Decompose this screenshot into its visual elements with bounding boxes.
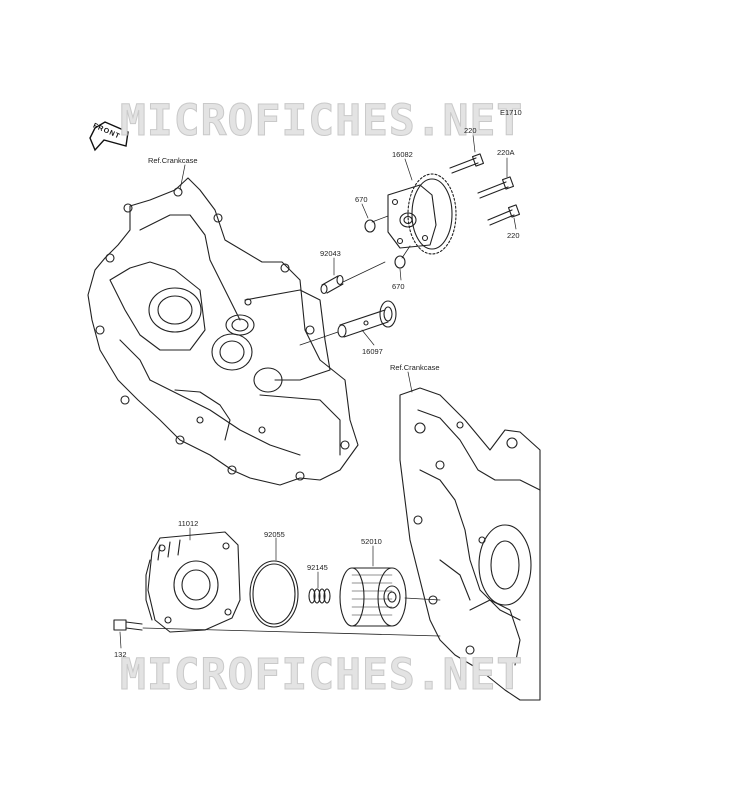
spring-92145 (308, 588, 331, 604)
o-ring-670-right (394, 255, 406, 269)
dowel-pin-92043 (320, 274, 344, 295)
part-label-11012: 11012 (178, 519, 199, 528)
bolt-132 (113, 619, 143, 631)
part-label-92043: 92043 (320, 249, 341, 258)
leader-lines (119, 134, 517, 649)
bolts-220 (449, 153, 521, 226)
oil-pump-gear (387, 173, 457, 255)
part-label-670-right: 670 (392, 282, 405, 291)
o-ring-92055 (249, 560, 299, 628)
right-crankcase (399, 387, 541, 701)
part-label-220-right: 220 (507, 231, 520, 240)
part-label-670-left: 670 (355, 195, 368, 204)
part-label-52010: 52010 (361, 537, 382, 546)
ref-crankcase-lower: Ref.Crankcase (390, 363, 440, 372)
diagram-code: E1710 (500, 108, 522, 117)
front-arrow-icon (89, 121, 129, 152)
part-label-220a: 220A (497, 148, 515, 157)
part-label-92055: 92055 (264, 530, 285, 539)
oil-filter-52010 (339, 567, 407, 627)
part-label-132: 132 (114, 650, 127, 659)
watermark-bottom: MICROFICHES.NET (119, 650, 524, 700)
watermark-top: MICROFICHES.NET (119, 96, 524, 146)
assembly-lines (142, 215, 441, 637)
part-label-220-top: 220 (464, 126, 477, 135)
part-label-92145: 92145 (307, 563, 328, 572)
part-label-16097: 16097 (362, 347, 383, 356)
ref-crankcase-upper: Ref.Crankcase (148, 156, 198, 165)
oil-pipe-16097 (337, 300, 397, 338)
oil-filter-cover (145, 531, 241, 633)
o-ring-670-left (364, 219, 376, 233)
part-label-16082: 16082 (392, 150, 413, 159)
left-crankcase (87, 177, 359, 486)
